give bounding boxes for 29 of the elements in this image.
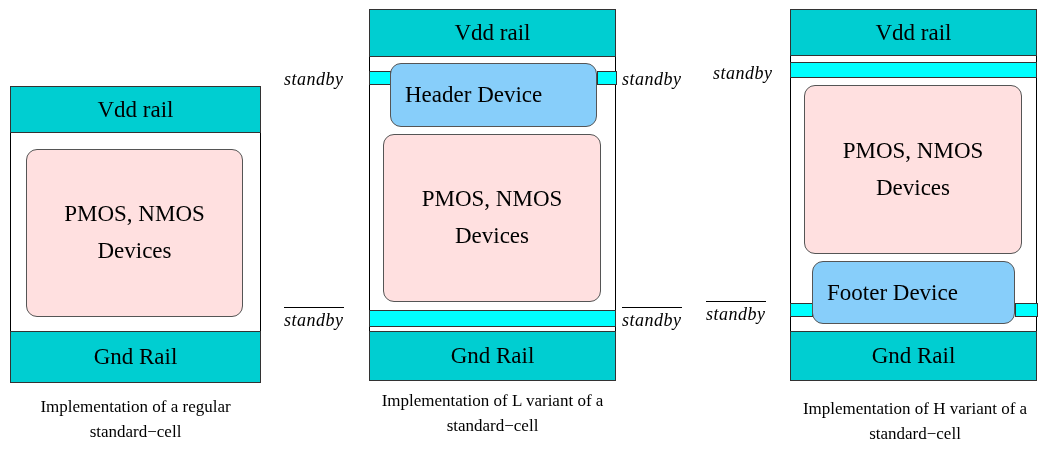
inverted-signal-label: standby: [284, 307, 344, 329]
standard-cell-outline: [10, 86, 261, 383]
power-rail: Gnd Rail: [790, 331, 1037, 381]
device-block: PMOS, NMOS Devices: [804, 85, 1022, 254]
inverted-signal-label: standby: [622, 307, 682, 329]
standby-signal-bar: [790, 303, 813, 317]
device-block: PMOS, NMOS Devices: [383, 134, 601, 302]
power-rail: Gnd Rail: [10, 331, 261, 383]
signal-label: standby: [622, 70, 682, 88]
signal-label: standby: [713, 64, 773, 82]
standby-signal-bar: [369, 310, 616, 327]
cell-label: Implementation of a regular standard−cell: [39, 396, 232, 443]
signal-label: standby: [284, 70, 344, 88]
cell-label: Implementation of H variant of a standard−cell: [801, 398, 1029, 445]
switch-device-block: Footer Device: [812, 261, 1015, 324]
standby-signal-bar: [369, 71, 391, 85]
power-rail: Vdd rail: [790, 9, 1037, 56]
standard-cell-outline: [790, 9, 1037, 381]
power-rail: Gnd Rail: [369, 331, 616, 381]
standby-signal-bar: [790, 62, 1037, 78]
standard-cell-outline: [369, 9, 616, 381]
standby-signal-bar: [597, 71, 617, 85]
power-rail: Vdd rail: [10, 86, 261, 133]
cell-label: Implementation of L variant of a standard−cell: [380, 390, 605, 437]
power-rail: Vdd rail: [369, 9, 616, 57]
inverted-signal-label: standby: [706, 301, 766, 323]
standby-signal-bar: [1015, 303, 1038, 317]
device-block: PMOS, NMOS Devices: [26, 149, 243, 317]
switch-device-block: Header Device: [390, 63, 597, 127]
